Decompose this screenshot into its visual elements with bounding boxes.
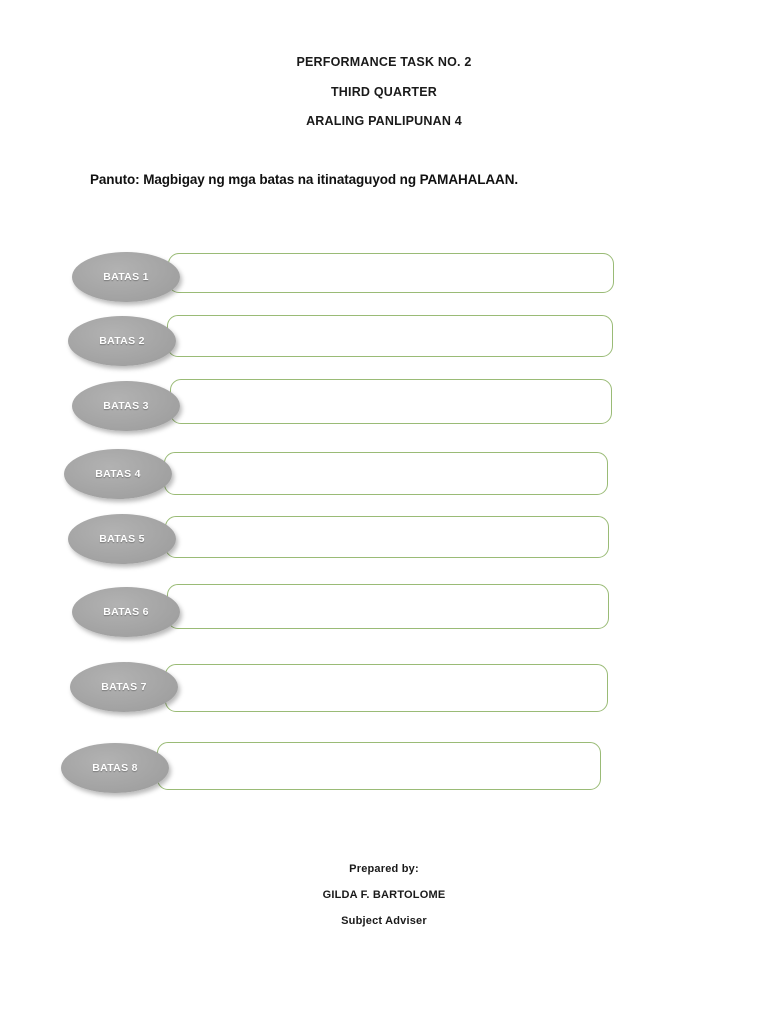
page-subtitle-subject: ARALING PANLIPUNAN 4 [306,114,462,128]
answer-input-box[interactable] [157,742,601,790]
batas-label-ellipse: BATAS 4 [64,449,172,499]
batas-label-text: BATAS 5 [99,533,145,545]
batas-label-ellipse: BATAS 1 [72,252,180,302]
batas-label-text: BATAS 6 [103,606,149,618]
page-title: PERFORMANCE TASK NO. 2 [296,55,472,69]
page-subtitle-quarter: THIRD QUARTER [330,84,438,99]
batas-label-text: BATAS 4 [95,468,141,480]
batas-label-text: BATAS 7 [101,681,147,693]
answer-input-box[interactable] [167,315,613,357]
answer-input-box[interactable] [164,452,608,495]
batas-label-text: BATAS 3 [103,400,149,412]
answer-input-box[interactable] [165,516,609,558]
batas-label-ellipse: BATAS 3 [72,381,180,431]
footer-author-name: GILDA F. BARTOLOME [322,889,446,901]
batas-label-text: BATAS 8 [92,762,138,774]
answer-input-box[interactable] [165,664,608,712]
answer-input-box[interactable] [167,584,609,629]
document-footer: Prepared by: GILDA F. BARTOLOME Subject … [0,864,768,927]
footer-prepared-by-label: Prepared by: [349,863,419,875]
batas-label-ellipse: BATAS 5 [68,514,176,564]
batas-label-ellipse: BATAS 7 [70,662,178,712]
footer-author-role: Subject Adviser [341,915,427,927]
batas-label-text: BATAS 1 [103,271,149,283]
batas-label-ellipse: BATAS 8 [61,743,169,793]
answer-input-box[interactable] [170,379,612,424]
batas-label-text: BATAS 2 [99,335,145,347]
batas-label-ellipse: BATAS 2 [68,316,176,366]
document-header: PERFORMANCE TASK NO. 2 THIRD QUARTER ARA… [0,56,768,128]
instruction-text: Panuto: Magbigay ng mga batas na itinata… [90,172,519,187]
batas-label-ellipse: BATAS 6 [72,587,180,637]
answer-input-box[interactable] [168,253,614,293]
